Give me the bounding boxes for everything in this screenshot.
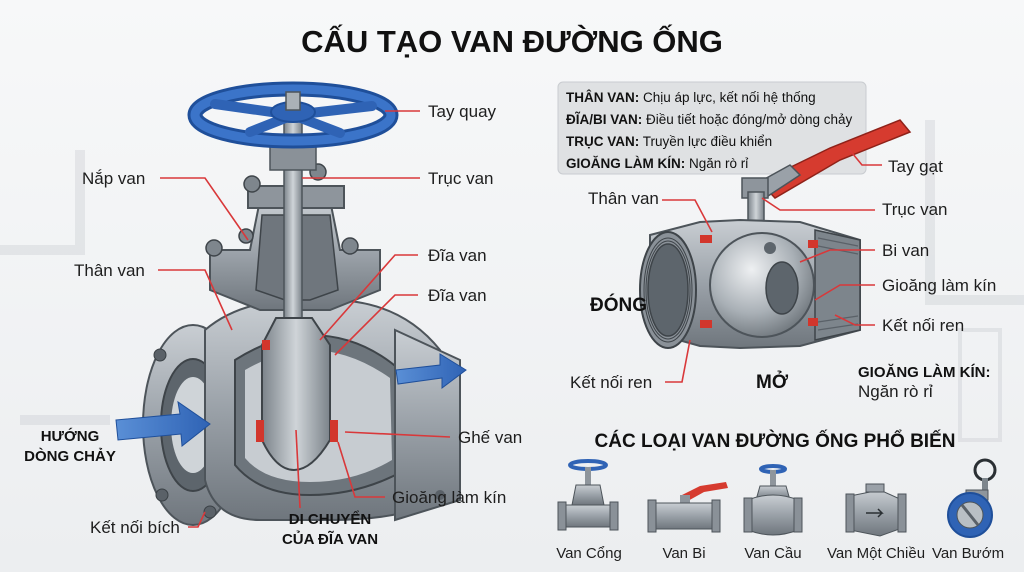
ball-leaders xyxy=(662,147,882,383)
seal-note-desc: Ngăn rò rỉ xyxy=(858,382,933,401)
label-seal: Gioăng làm kín xyxy=(392,488,506,507)
state-open: MỞ xyxy=(756,371,789,393)
disc-movement-line1: DI CHUYỂN xyxy=(289,510,372,528)
gate-valve-cutaway xyxy=(142,81,461,526)
page-title: CẤU TẠO VAN ĐƯỜNG ỐNG xyxy=(301,23,723,59)
label-ball-stem: Trục van xyxy=(882,200,948,219)
globe-valve-icon xyxy=(743,464,803,536)
label-handwheel: Tay quay xyxy=(428,102,497,121)
check-valve-icon xyxy=(845,483,907,537)
label-thread-right: Kết nối ren xyxy=(882,316,964,335)
label-flange: Kết nối bích xyxy=(90,518,180,537)
label-ball-seal: Gioăng làm kín xyxy=(882,276,996,295)
label-bonnet: Nắp van xyxy=(82,169,145,188)
info-line-body: THÂN VAN: Chịu áp lực, kết nối hệ thống xyxy=(566,90,816,105)
types-title: CÁC LOẠI VAN ĐƯỜNG ỐNG PHỔ BIẾN xyxy=(595,430,956,452)
ball-valve-cutaway xyxy=(639,119,912,350)
disc-movement-line2: CỦA ĐĨA VAN xyxy=(282,530,378,548)
type-label-gate: Van Cổng xyxy=(556,545,622,562)
butterfly-valve-icon xyxy=(947,458,997,538)
type-label-check: Van Một Chiều xyxy=(827,545,925,562)
label-disc-2: Đĩa van xyxy=(428,286,487,305)
gate-leaders xyxy=(158,110,451,528)
flow-arrow-in xyxy=(115,400,211,447)
state-closed: ĐÓNG xyxy=(590,294,647,316)
info-line-disc: ĐĨA/BI VAN: Điều tiết hoặc đóng/mở dòng … xyxy=(566,112,852,127)
background-pipes xyxy=(0,120,1024,442)
info-box-lines: THÂN VAN: Chịu áp lực, kết nối hệ thống … xyxy=(566,90,852,171)
type-label-ball: Van Bi xyxy=(662,545,705,562)
label-disc-1: Đĩa van xyxy=(428,246,487,265)
label-ball: Bi van xyxy=(882,241,929,260)
info-line-seal: GIOĂNG LÀM KÍN: Ngăn rò rỉ xyxy=(566,156,748,171)
seal-note-title: GIOĂNG LÀM KÍN: xyxy=(858,364,991,381)
label-seat: Ghế van xyxy=(458,428,522,447)
flow-direction-line1: HƯỚNG xyxy=(41,427,100,445)
gate-valve-icon xyxy=(557,459,619,531)
type-label-globe: Van Cầu xyxy=(744,545,801,562)
info-line-stem: TRỤC VAN: Truyền lực điều khiển xyxy=(566,134,772,149)
flow-arrow-out xyxy=(395,353,467,389)
label-thread-left: Kết nối ren xyxy=(570,373,652,392)
label-stem: Trục van xyxy=(428,169,494,188)
info-box xyxy=(557,81,867,175)
flow-direction-line2: DÒNG CHẢY xyxy=(24,447,116,465)
label-body: Thân van xyxy=(74,261,145,280)
label-ball-body: Thân van xyxy=(588,189,659,208)
type-label-butterfly: Van Bướm xyxy=(932,545,1004,562)
label-lever: Tay gạt xyxy=(888,157,943,176)
ball-valve-icon xyxy=(647,482,728,533)
